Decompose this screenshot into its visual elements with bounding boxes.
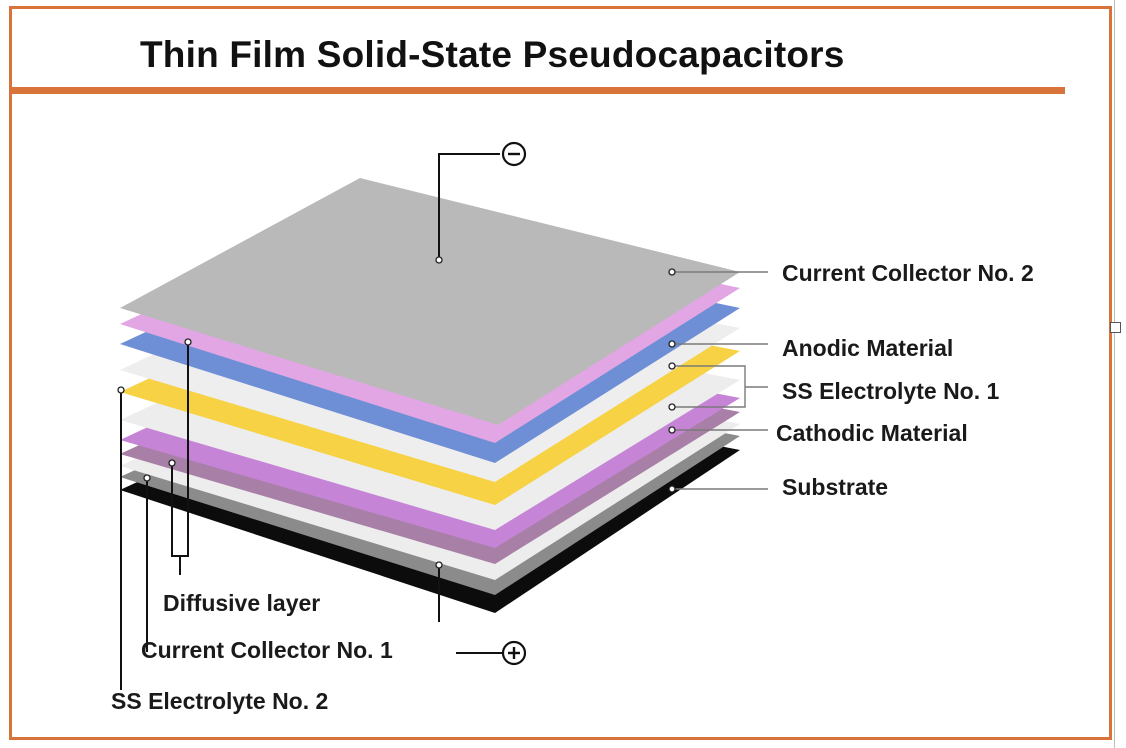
label-ss-electrolyte-2: SS Electrolyte No. 2 — [111, 688, 328, 714]
diagram-title: Thin Film Solid-State Pseudocapacitors — [140, 34, 845, 75]
negative-terminal: − — [435, 141, 527, 264]
layer-stack — [120, 178, 740, 613]
left-leaders — [117, 338, 192, 690]
label-ss-electrolyte-1: SS Electrolyte No. 1 — [782, 378, 1000, 404]
label-current-collector-2: Current Collector No. 2 — [782, 260, 1034, 286]
canvas-edge — [1114, 0, 1115, 748]
diagram-frame — [9, 6, 1112, 740]
label-anodic-material: Anodic Material — [782, 335, 953, 361]
positive-terminal: + — [435, 561, 527, 666]
right-leaders — [668, 268, 768, 493]
label-substrate: Substrate — [782, 474, 888, 500]
title-rule — [9, 87, 1065, 94]
label-diffusive-layer: Diffusive layer — [163, 590, 320, 616]
resize-handle[interactable] — [1110, 322, 1121, 333]
label-cathodic-material: Cathodic Material — [776, 420, 968, 446]
label-current-collector-1: Current Collector No. 1 — [141, 637, 393, 663]
layer-current-collector-2 — [120, 178, 740, 425]
